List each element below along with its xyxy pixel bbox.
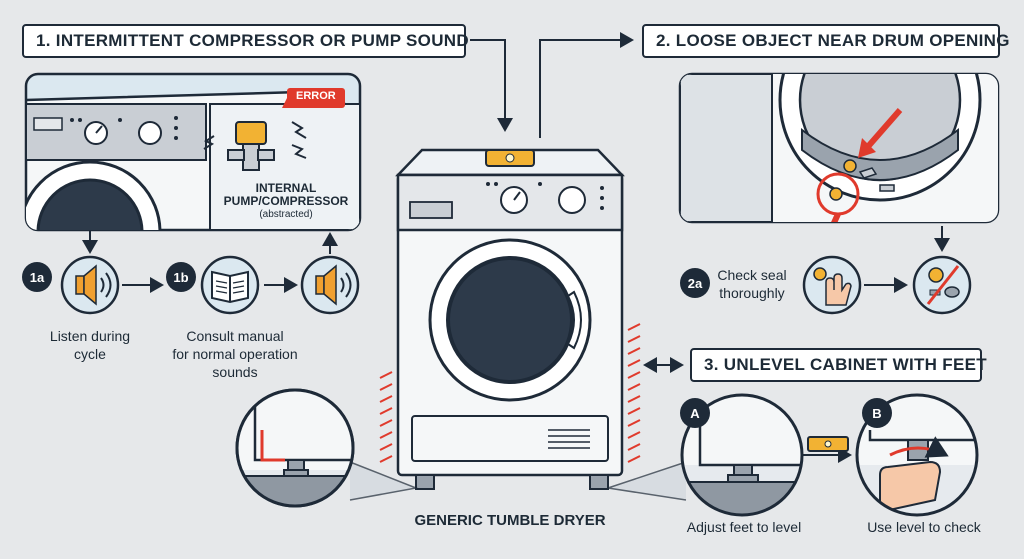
step-2a-icon (802, 255, 862, 315)
component-label-line-2: PUMP/COMPRESSOR (223, 194, 349, 208)
step-1b-icon (200, 255, 260, 315)
error-label: ERROR (296, 90, 336, 102)
caption-1a: Listen during cycle (30, 327, 150, 363)
panel-2-illustration (678, 72, 1000, 224)
panel-1-illustration (24, 72, 362, 232)
caption-2a-line-2: thoroughly (719, 285, 785, 301)
caption-a: Adjust feet to level (686, 519, 802, 535)
component-label-line-1: INTERNAL (255, 181, 317, 195)
step-1c-icon (300, 255, 360, 315)
badge-a: A (680, 398, 710, 428)
caption-b: Use level to check (867, 519, 981, 535)
step-2b-icon (912, 255, 972, 315)
main-dryer-illustration (349, 148, 687, 501)
caption-1a-line-2: cycle (74, 346, 106, 362)
pump-compressor-icon (203, 121, 307, 171)
speaker-icon (75, 264, 112, 306)
component-label: INTERNAL PUMP/COMPRESSOR (abstracted) (212, 182, 360, 221)
hand-icon (825, 273, 852, 306)
zoom-foot-a (680, 393, 804, 517)
section-1-title-text: 1. INTERMITTENT COMPRESSOR OR PUMP SOUND (36, 31, 469, 50)
zoom-foot-left (235, 388, 355, 508)
step-1a-icon (60, 255, 120, 315)
caption-2a: Check seal thoroughly (710, 266, 794, 302)
badge-1b: 1b (166, 262, 196, 292)
component-label-note: (abstracted) (259, 209, 313, 220)
caption-1a-line-1: Listen during (49, 328, 131, 344)
dryer-label: GENERIC TUMBLE DRYER (414, 512, 606, 529)
badge-2a: 2a (680, 268, 710, 298)
badge-1a: 1a (22, 262, 52, 292)
caption-1b: Consult manual for normal operation soun… (150, 327, 320, 381)
badge-b: B (862, 398, 892, 428)
caption-2a-line-1: Check seal (717, 267, 787, 283)
connector-arrows (82, 32, 950, 463)
caption-1b-line-3: sounds (212, 364, 258, 380)
screw-icon (879, 184, 895, 192)
caption-1b-line-2: for normal operation (172, 346, 298, 362)
section-3-title: 3. UNLEVEL CABINET WITH FEET (690, 348, 987, 382)
hand-icon (879, 460, 942, 514)
section-2-title: 2. LOOSE OBJECT NEAR DRUM OPENING (642, 24, 1009, 58)
section-2-title-text: 2. LOOSE OBJECT NEAR DRUM OPENING (656, 31, 1010, 50)
zoom-foot-b (855, 393, 979, 517)
rotate-arrow-icon (889, 436, 949, 458)
section-3-title-text: 3. UNLEVEL CABINET WITH FEET (704, 355, 987, 374)
manual-book-icon (211, 270, 249, 304)
section-1-title: 1. INTERMITTENT COMPRESSOR OR PUMP SOUND (22, 24, 469, 58)
caption-1b-line-1: Consult manual (186, 328, 284, 344)
